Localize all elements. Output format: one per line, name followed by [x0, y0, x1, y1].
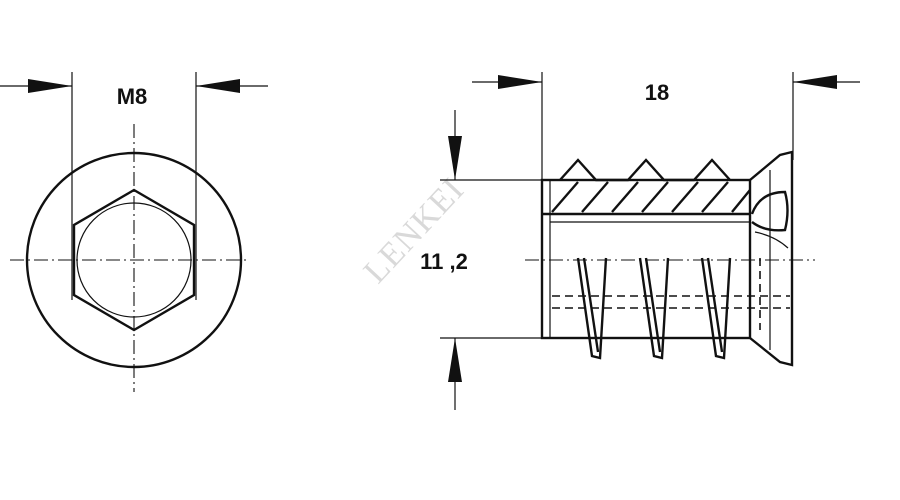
length-dimension-label: 18	[645, 80, 669, 105]
diameter-arrow-top	[448, 136, 462, 180]
side-view: 18 11 ,2	[420, 72, 860, 410]
m8-arrow-right	[196, 79, 240, 93]
front-view: M8	[0, 72, 268, 392]
flange-outline	[749, 150, 794, 367]
insert-body	[540, 178, 752, 340]
length-arrow-right	[793, 75, 837, 89]
diameter-dimension-label: 11 ,2	[420, 249, 468, 274]
diameter-arrow-bottom	[448, 338, 462, 382]
thread-flanks-bottom	[576, 257, 732, 360]
length-arrow-left	[498, 75, 542, 89]
m8-dimension-label: M8	[117, 84, 148, 109]
thread-hatching	[551, 181, 751, 213]
flange-top-radius	[750, 190, 789, 232]
thread-crests-top	[559, 158, 731, 182]
m8-arrow-left	[28, 79, 72, 93]
flange-mid-radius	[754, 231, 789, 249]
